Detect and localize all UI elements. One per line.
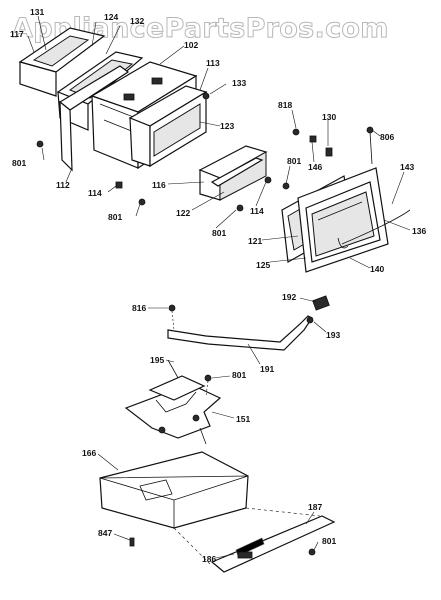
label-113: 113 <box>206 58 220 68</box>
label-801-f: 801 <box>322 536 336 546</box>
label-117: 117 <box>10 29 24 39</box>
label-166: 166 <box>82 448 96 458</box>
part-labels: 131 124 132 117 102 113 133 818 130 806 … <box>10 7 426 564</box>
label-123: 123 <box>220 121 234 131</box>
label-114-a: 114 <box>88 188 102 198</box>
label-818: 818 <box>278 100 292 110</box>
label-816: 816 <box>132 303 146 313</box>
label-121: 121 <box>248 236 262 246</box>
label-191: 191 <box>260 364 274 374</box>
label-151: 151 <box>236 414 250 424</box>
label-801-a: 801 <box>12 158 26 168</box>
label-801-b: 801 <box>287 156 301 166</box>
label-130: 130 <box>322 112 336 122</box>
label-102: 102 <box>184 40 198 50</box>
label-140: 140 <box>370 264 384 274</box>
label-195: 195 <box>150 355 164 365</box>
label-132: 132 <box>130 16 144 26</box>
label-114-b: 114 <box>250 206 264 216</box>
label-801-d: 801 <box>212 228 226 238</box>
label-801-e: 801 <box>232 370 246 380</box>
label-193: 193 <box>326 330 340 340</box>
label-847: 847 <box>98 528 112 538</box>
label-133: 133 <box>232 78 246 88</box>
label-186: 186 <box>202 554 216 564</box>
label-801-c: 801 <box>108 212 122 222</box>
label-125: 125 <box>256 260 270 270</box>
label-192: 192 <box>282 292 296 302</box>
label-143: 143 <box>400 162 414 172</box>
label-131: 131 <box>30 7 44 17</box>
bottom-tray <box>99 451 336 573</box>
label-116: 116 <box>152 180 166 190</box>
label-124: 124 <box>104 12 118 22</box>
label-112: 112 <box>56 180 70 190</box>
door-assembly-left <box>18 27 290 212</box>
leader-lines <box>27 15 411 559</box>
label-136: 136 <box>412 226 426 236</box>
door-assembly-right <box>281 126 411 273</box>
label-122: 122 <box>176 208 190 218</box>
latch-assembly <box>124 295 330 445</box>
label-187: 187 <box>308 502 322 512</box>
label-146: 146 <box>308 162 322 172</box>
label-806: 806 <box>380 132 394 142</box>
